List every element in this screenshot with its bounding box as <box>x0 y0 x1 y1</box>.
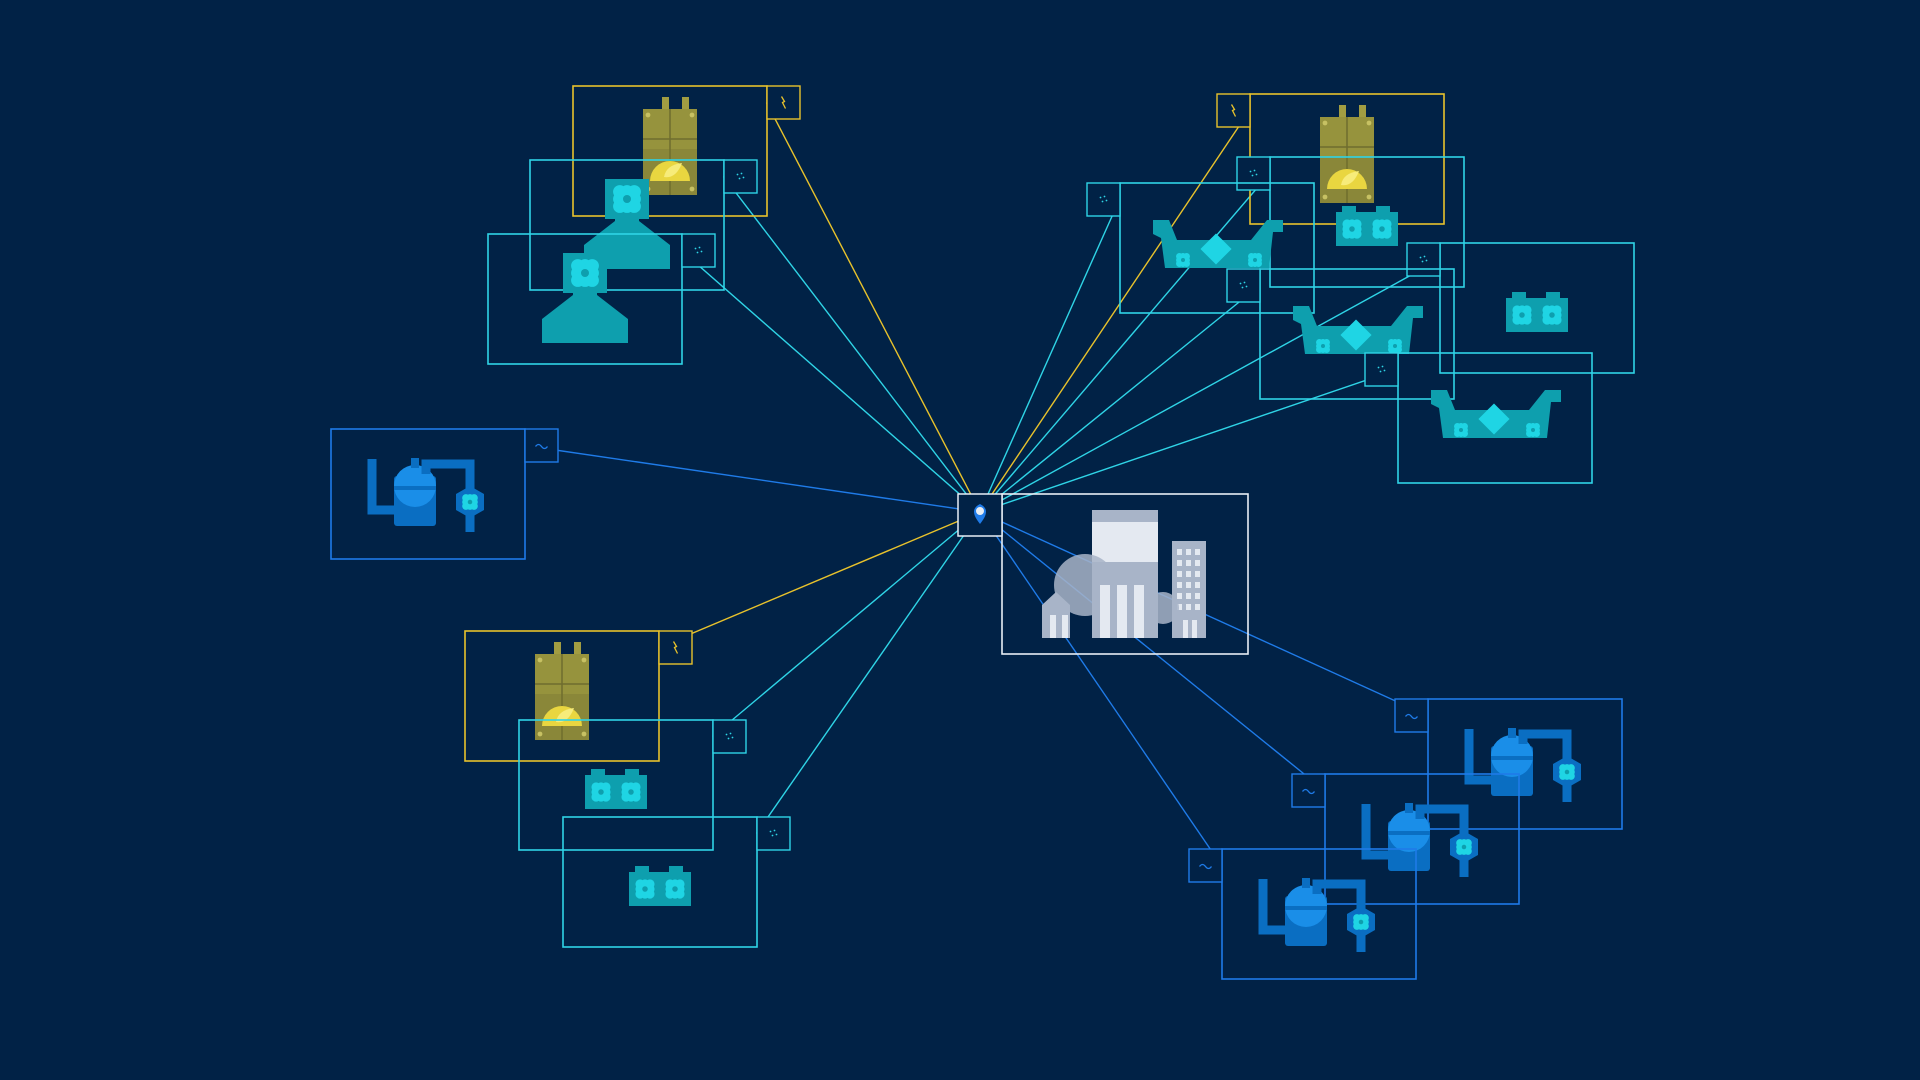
signal-badge-icon <box>1406 242 1441 277</box>
device-frame <box>529 159 725 291</box>
flow-badge-icon <box>1394 698 1429 733</box>
factory-node <box>1001 493 1249 655</box>
device-frame <box>487 233 683 365</box>
badge-frame <box>723 159 758 194</box>
device-fan-d[interactable] <box>1406 242 1635 374</box>
power-badge-icon <box>658 630 693 665</box>
device-frame <box>562 816 758 948</box>
device-conveyor-b[interactable] <box>1226 268 1455 400</box>
cooling-fans-icon <box>1506 292 1568 332</box>
exhaust-hood-icon <box>584 179 670 269</box>
device-nodes <box>330 85 1635 980</box>
connection-line-fan-d <box>979 258 1440 513</box>
pump-tank-icon <box>1258 878 1375 952</box>
device-fan-b[interactable] <box>562 816 791 948</box>
flow-badge-icon <box>1188 848 1223 883</box>
factory-frame <box>1001 493 1249 655</box>
hub-node <box>957 493 1003 537</box>
connection-line-hood-a <box>722 176 981 513</box>
signal-badge-icon <box>756 816 791 851</box>
power-badge-icon <box>766 85 801 120</box>
connection-line-hood-b <box>681 249 981 513</box>
device-frame <box>1259 268 1455 400</box>
device-pump-a[interactable] <box>330 428 559 560</box>
device-meter-b[interactable] <box>464 630 693 762</box>
location-pin-icon <box>974 504 986 524</box>
cooling-fans-icon <box>629 866 691 906</box>
flow-badge-icon <box>1291 773 1326 808</box>
flow-badge-icon <box>524 428 559 463</box>
badge-frame <box>712 719 747 754</box>
conveyor-machine-icon <box>1153 220 1283 268</box>
connection-line-fan-a <box>712 511 981 738</box>
device-hood-b[interactable] <box>487 233 716 365</box>
device-pump-c[interactable] <box>1291 773 1520 905</box>
device-frame <box>1324 773 1520 905</box>
device-fan-a[interactable] <box>518 719 747 851</box>
device-meter-a[interactable] <box>572 85 801 217</box>
conveyor-machine-icon <box>1431 390 1561 438</box>
signal-badge-icon <box>1086 182 1121 217</box>
device-frame <box>1439 242 1635 374</box>
connection-line-meter-b <box>658 511 981 649</box>
signal-badge-icon <box>1226 268 1261 303</box>
badge-frame <box>658 630 693 665</box>
connection-line-fan-c <box>979 173 1271 513</box>
cooling-fans-icon <box>585 769 647 809</box>
device-conveyor-c[interactable] <box>1364 352 1593 484</box>
device-frame <box>1427 698 1623 830</box>
connection-line-conveyor-b <box>979 284 1260 513</box>
connection-line-conveyor-c <box>979 368 1398 513</box>
exhaust-hood-icon <box>542 253 628 343</box>
connection-lines <box>524 102 1440 866</box>
signal-badge-icon <box>723 159 758 194</box>
badge-frame <box>1291 773 1326 808</box>
pump-tank-icon <box>1361 803 1478 877</box>
connection-line-pump-d <box>979 511 1223 866</box>
device-frame <box>572 85 768 217</box>
device-frame <box>1221 848 1417 980</box>
badge-frame <box>1216 93 1251 128</box>
pump-tank-icon <box>1464 728 1581 802</box>
device-conveyor-a[interactable] <box>1086 182 1315 314</box>
badge-frame <box>1236 156 1271 191</box>
badge-frame <box>681 233 716 268</box>
device-frame <box>518 719 714 851</box>
signal-badge-icon <box>712 719 747 754</box>
signal-badge-icon <box>681 233 716 268</box>
device-frame <box>1119 182 1315 314</box>
device-frame <box>1397 352 1593 484</box>
signal-badge-icon <box>1364 352 1399 387</box>
connection-line-pump-a <box>524 444 981 513</box>
badge-frame <box>1226 268 1261 303</box>
connection-line-conveyor-a <box>979 199 1121 513</box>
connection-line-fan-b <box>755 511 981 834</box>
badge-frame <box>1364 352 1399 387</box>
pump-tank-icon <box>367 458 484 532</box>
badge-frame <box>1406 242 1441 277</box>
device-pump-d[interactable] <box>1188 848 1417 980</box>
device-frame <box>464 630 660 762</box>
power-badge-icon <box>1216 93 1251 128</box>
connection-line-meter-a <box>765 102 981 513</box>
device-hood-a[interactable] <box>529 159 758 291</box>
cooling-fans-icon <box>1336 206 1398 246</box>
signal-badge-icon <box>1236 156 1271 191</box>
badge-frame <box>756 816 791 851</box>
connection-line-meter-c <box>979 110 1251 513</box>
power-meter-icon <box>535 642 589 740</box>
badge-frame <box>1086 182 1121 217</box>
connection-line-pump-c <box>979 511 1325 792</box>
device-frame <box>330 428 526 560</box>
device-meter-c[interactable] <box>1216 93 1445 225</box>
factory-buildings-icon <box>1042 510 1206 638</box>
power-meter-icon <box>1320 105 1374 203</box>
conveyor-machine-icon <box>1293 306 1423 354</box>
power-meter-icon <box>643 97 697 195</box>
device-pump-b[interactable] <box>1394 698 1623 830</box>
device-fan-c[interactable] <box>1236 156 1465 288</box>
